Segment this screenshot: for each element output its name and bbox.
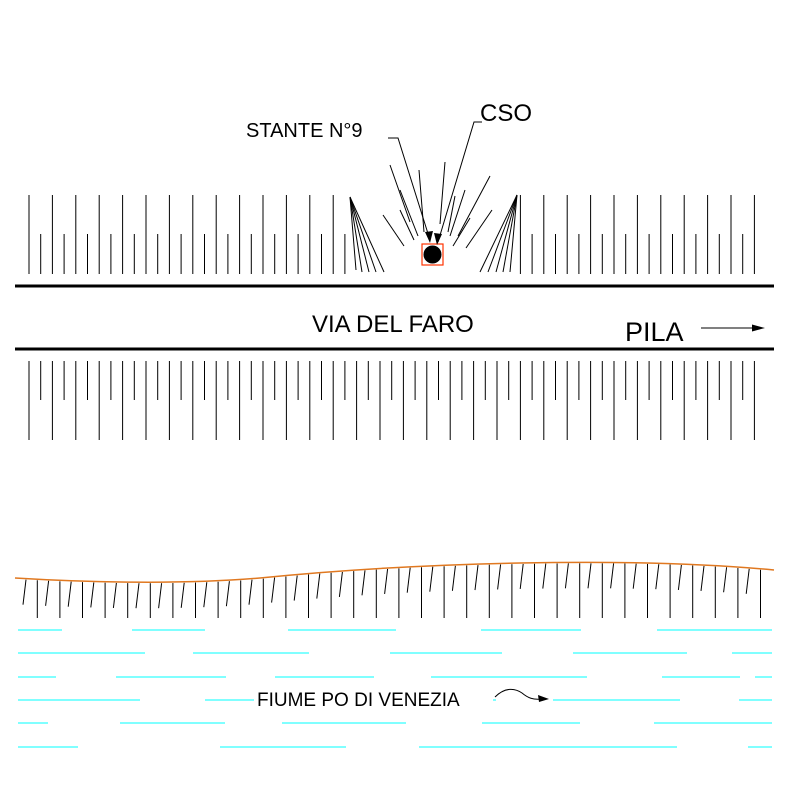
embankment-hatch-south (28, 361, 755, 440)
bank-tick (384, 568, 389, 595)
fan-ray (447, 195, 456, 233)
bank-tick (474, 564, 479, 591)
bank-tick (180, 582, 185, 608)
bank-tick (564, 563, 569, 589)
fan-line (349, 196, 363, 273)
bank-tick (158, 583, 163, 609)
fan-line (479, 194, 518, 273)
bank-tick (248, 579, 253, 605)
bank-tick (90, 582, 95, 608)
bank-tick (497, 564, 502, 590)
bank-tick (67, 581, 72, 607)
right-arrow-icon (701, 324, 765, 332)
cso-leader (434, 121, 482, 245)
bank-tick (293, 575, 298, 601)
fan-ray (418, 169, 425, 233)
river-label: FIUME PO DI VENEZIA (257, 690, 460, 711)
embankment-hatch-fan (349, 161, 518, 273)
bank-tick (655, 564, 660, 590)
bank-tick (632, 563, 637, 589)
fan-ray (465, 209, 493, 249)
bank-tick (112, 582, 117, 608)
fan-ray (382, 214, 405, 247)
fan-line (495, 194, 518, 273)
bank-tick (45, 580, 50, 606)
bank-tick (723, 567, 728, 593)
bank-tick (587, 563, 592, 589)
fan-line (509, 194, 518, 273)
fan-ray (399, 189, 419, 237)
bank-tick (451, 565, 456, 591)
bank-tick (542, 563, 547, 589)
bank-tick (203, 582, 208, 608)
fan-ray (389, 164, 411, 223)
bank-tick (22, 579, 27, 605)
fan-ray (452, 217, 471, 247)
bank-tick (519, 563, 524, 589)
fan-line (349, 196, 385, 273)
road-label: VIA DEL FARO (312, 311, 474, 338)
direction-label: PILA (625, 317, 684, 347)
fan-ray (399, 209, 415, 241)
manhole-icon[interactable] (421, 243, 444, 266)
flow-arrow-icon (494, 688, 549, 702)
bank-tick (700, 565, 705, 592)
riverbank-hatch (22, 563, 761, 618)
fan-ray (457, 175, 491, 237)
fan-line (349, 196, 357, 271)
fan-ray (439, 161, 446, 225)
riverbank-line (14, 561, 775, 583)
embankment-hatch-north (28, 195, 755, 274)
fan-line (349, 196, 370, 273)
fan-line (349, 196, 377, 273)
stante-leader (388, 137, 433, 243)
stante-label: STANTE N°9 (246, 120, 363, 142)
fan-line (502, 194, 518, 273)
bank-tick (271, 577, 276, 603)
fan-ray (449, 189, 466, 237)
bank-tick (677, 564, 682, 590)
bank-tick (406, 567, 411, 593)
bank-tick (225, 581, 230, 607)
river-water-lines (18, 629, 772, 748)
bank-tick (745, 568, 750, 594)
bank-tick (338, 571, 343, 597)
fan-line (487, 194, 518, 273)
bank-tick (610, 563, 615, 589)
bank-tick (316, 573, 321, 599)
bank-tick (429, 566, 434, 592)
cso-label: CSO (480, 100, 532, 127)
bank-tick (361, 570, 366, 596)
bank-tick (135, 583, 140, 609)
